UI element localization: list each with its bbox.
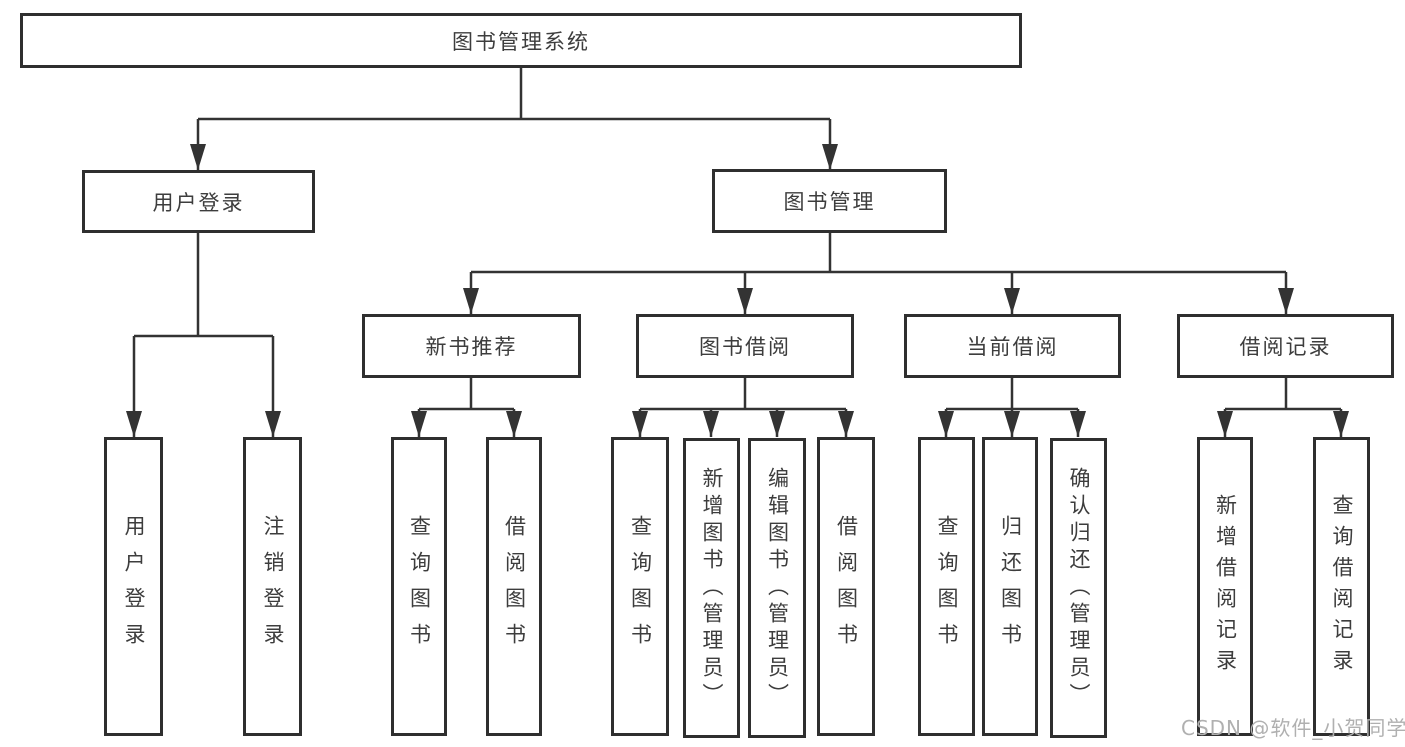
- leaf-search-books-rec: 查询图书: [391, 437, 447, 736]
- connector-book-mgmt-children: [463, 233, 1294, 314]
- connector-book-borrowing-children: [632, 378, 854, 437]
- node-label: 新增图书（管理员）: [700, 466, 724, 710]
- node-book-borrowing: 图书借阅: [636, 314, 854, 378]
- leaf-return-book: 归还图书: [982, 437, 1038, 736]
- node-label: 借阅图书: [502, 514, 527, 659]
- node-label: 确认归还（管理员）: [1067, 466, 1091, 710]
- node-label: 用户登录: [152, 190, 245, 215]
- node-label: 当前借阅: [966, 335, 1059, 359]
- leaf-borrow-book: 借阅图书: [817, 437, 875, 736]
- connector-current-borrowing-children: [938, 378, 1086, 437]
- node-label: 图书借阅: [699, 335, 791, 359]
- node-label: 注销登录: [261, 514, 285, 659]
- leaf-edit-book-admin: 编辑图书（管理员）: [748, 438, 806, 738]
- node-user-login: 用户登录: [82, 170, 315, 233]
- node-library-management-system: 图书管理系统: [20, 13, 1022, 68]
- node-label: 新书推荐: [425, 335, 518, 359]
- node-label: 新增借阅记录: [1213, 493, 1238, 680]
- leaf-search-books-current: 查询图书: [918, 437, 975, 736]
- connector-root-to-level2: [190, 68, 838, 170]
- node-label: 借阅图书: [834, 514, 859, 659]
- leaf-borrow-books-rec: 借阅图书: [486, 437, 542, 736]
- connector-user-login-children: [126, 233, 281, 437]
- node-label: 查询借阅记录: [1330, 493, 1354, 680]
- node-label: 归还图书: [998, 514, 1023, 659]
- leaf-add-book-admin: 新增图书（管理员）: [683, 438, 740, 738]
- csdn-watermark: CSDN @软件_小贺同学: [1181, 716, 1405, 740]
- node-book-management: 图书管理: [712, 169, 947, 233]
- node-new-book-recommendation: 新书推荐: [362, 314, 581, 378]
- node-label: 图书管理: [783, 190, 876, 214]
- leaf-search-borrow-record: 查询借阅记录: [1313, 437, 1370, 736]
- leaf-logout: 注销登录: [243, 437, 302, 736]
- node-label: 借阅记录: [1239, 335, 1332, 359]
- node-label: 编辑图书（管理员）: [765, 466, 790, 710]
- node-label: 用户登录: [122, 514, 146, 659]
- node-label: 查询图书: [407, 514, 432, 659]
- node-label: 图书管理系统: [452, 29, 590, 54]
- connector-borrowing-records-children: [1217, 378, 1349, 437]
- leaf-user-login: 用户登录: [104, 437, 163, 736]
- leaf-search-books-borrow: 查询图书: [611, 437, 669, 736]
- connector-new-book-rec-children: [411, 378, 522, 437]
- node-borrowing-records: 借阅记录: [1177, 314, 1394, 378]
- leaf-add-borrow-record: 新增借阅记录: [1197, 437, 1253, 736]
- node-label: 查询图书: [935, 514, 959, 659]
- node-current-borrowing: 当前借阅: [904, 314, 1121, 378]
- node-label: 查询图书: [628, 514, 653, 659]
- leaf-confirm-return-admin: 确认归还（管理员）: [1050, 438, 1107, 738]
